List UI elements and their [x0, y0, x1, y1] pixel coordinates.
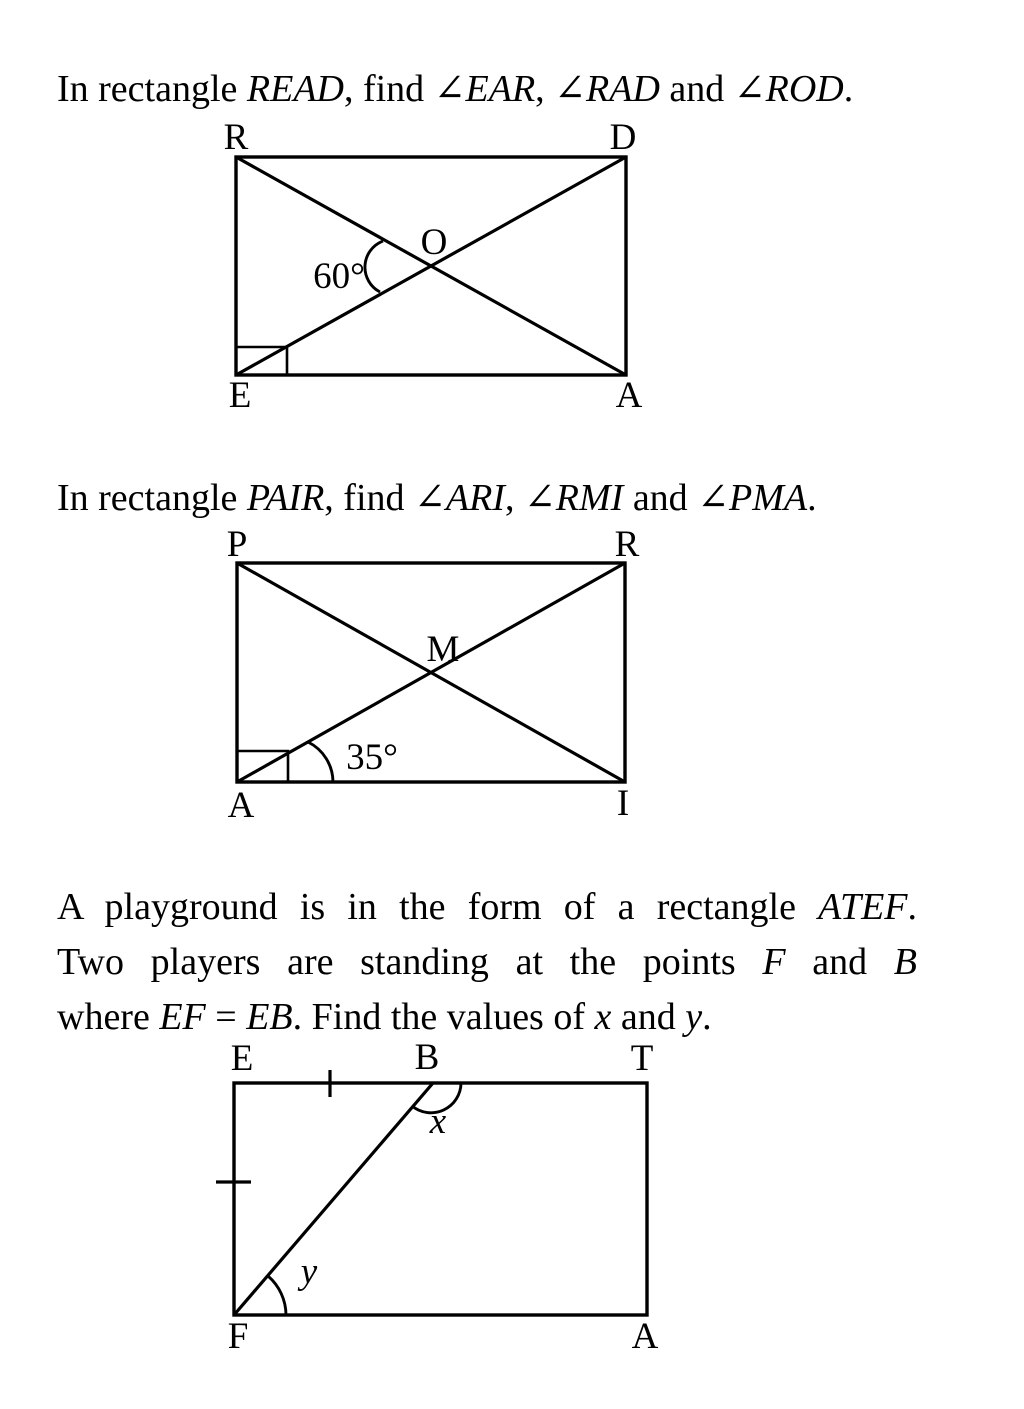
text-run: . — [702, 996, 712, 1038]
text-run: ∠ — [414, 477, 446, 519]
problem-3-statement: A playground is in the form of a rectang… — [57, 880, 917, 1045]
read-right-angle-mark — [236, 345, 289, 375]
text-run: ∠ — [554, 68, 587, 110]
pair-angle-arc — [307, 740, 335, 783]
atef-point-label-b: B — [415, 1040, 440, 1078]
problem-3-line-2: Two players are standing at the points F… — [57, 935, 917, 990]
text-run: where — [57, 996, 160, 1038]
problem-3-line-3: where EF = EB. Find the values of x and … — [57, 990, 917, 1045]
atef-vertex-label-e: E — [231, 1040, 254, 1079]
text-run: B — [893, 941, 917, 983]
text-run: ∠ — [523, 477, 556, 519]
text-run: ∠ — [433, 68, 466, 110]
pair-vertex-label-r: R — [615, 525, 640, 565]
text-run: In rectangle — [57, 68, 247, 110]
text-run: . — [807, 477, 817, 519]
text-run: y — [685, 996, 703, 1038]
pair-diagonal-ar — [236, 561, 626, 784]
pair-intersection-label-m: M — [427, 629, 460, 670]
text-run: x — [594, 996, 612, 1038]
text-run: RMI — [555, 477, 624, 519]
text-run: PMA — [729, 477, 808, 519]
pair-angle-label-35: 35° — [346, 737, 398, 778]
text-run: . — [843, 68, 854, 110]
atef-segment-fb — [232, 1081, 435, 1317]
atef-angle-label-x: x — [429, 1101, 447, 1142]
text-run: ∠ — [733, 68, 766, 110]
figure-rectangle-pair: P R M A I 35° — [227, 525, 640, 825]
pair-vertex-label-i: I — [617, 783, 629, 824]
text-run: . Find the values of — [292, 996, 595, 1038]
atef-angle-label-y: y — [297, 1251, 318, 1292]
problem-1-statement: In rectangle READ, find ∠EAR, ∠RAD and ∠… — [57, 62, 853, 117]
text-run: and — [659, 68, 734, 110]
read-angle-arc — [363, 239, 384, 294]
text-run: ROD — [765, 68, 844, 110]
text-run: F — [762, 941, 786, 983]
text-run: PAIR — [246, 477, 325, 519]
atef-rectangle-outline — [232, 1081, 649, 1317]
text-run: , — [504, 477, 524, 519]
text-run: READ — [246, 68, 344, 110]
figure-rectangle-atef: E B T F A x y — [216, 1040, 659, 1357]
read-diagonal-ed — [235, 155, 627, 377]
atef-vertex-label-a: A — [632, 1316, 659, 1357]
text-run: and — [611, 996, 686, 1038]
figure-rectangle-read: R D E A O 60° — [224, 118, 643, 413]
problem-2-statement: In rectangle PAIR, find ∠ARI, ∠RMI and ∠… — [57, 471, 817, 526]
text-run: ∠ — [697, 477, 730, 519]
pair-rectangle-outline — [235, 561, 627, 784]
text-run: = — [205, 996, 247, 1038]
read-intersection-label-o: O — [421, 222, 448, 263]
atef-angle-arc-y — [267, 1274, 288, 1316]
text-run: In rectangle — [57, 477, 247, 519]
text-run: EAR — [465, 68, 536, 110]
atef-vertex-label-t: T — [631, 1040, 654, 1079]
read-vertex-label-e: E — [229, 375, 252, 413]
read-vertex-label-a: A — [616, 375, 643, 413]
problem-3-line-1: A playground is in the form of a rectang… — [57, 880, 917, 935]
read-vertex-label-d: D — [610, 118, 637, 158]
text-run: , — [535, 68, 555, 110]
read-angle-label-60: 60° — [313, 256, 365, 297]
text-run: ATEF — [818, 886, 908, 928]
read-vertex-label-r: R — [224, 118, 249, 158]
text-run: RAD — [586, 68, 660, 110]
text-run: EB — [246, 996, 293, 1038]
text-run: ARI — [445, 477, 505, 519]
pair-vertex-label-a: A — [228, 785, 255, 825]
read-rectangle-outline — [234, 155, 628, 377]
text-run: A playground is in the form of a rectang… — [57, 886, 819, 928]
pair-right-angle-mark — [237, 749, 290, 782]
text-run: EF — [159, 996, 206, 1038]
text-run: . — [907, 886, 918, 928]
text-run: Two players are standing at the points — [57, 941, 763, 983]
text-run: , find — [343, 68, 434, 110]
pair-vertex-label-p: P — [227, 525, 248, 565]
atef-vertex-label-f: F — [228, 1316, 249, 1357]
text-run: and — [785, 941, 894, 983]
text-run: , find — [324, 477, 415, 519]
atef-angle-arc-x — [411, 1082, 463, 1115]
text-run: and — [623, 477, 698, 519]
